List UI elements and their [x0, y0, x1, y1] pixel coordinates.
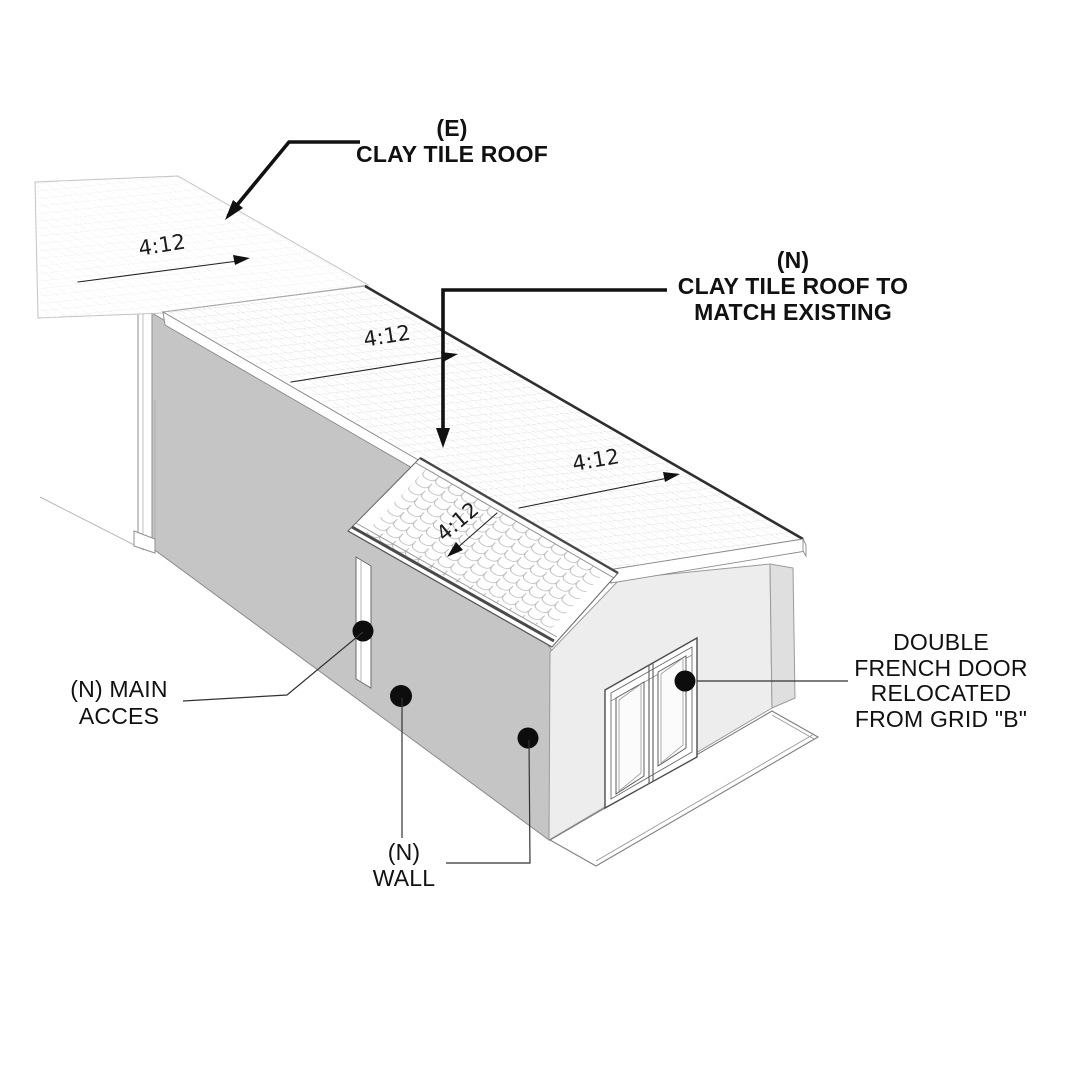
french-door-right-glass-inner — [660, 657, 684, 764]
slope-arrowhead-new-upper — [441, 352, 458, 362]
arrow-existing-roof-label — [226, 140, 360, 218]
porch-roof-tile-pattern — [365, 468, 605, 631]
porch-ridge-cap — [419, 456, 619, 575]
arrow-new-roof-label — [441, 288, 667, 432]
slope-arrowhead-existing — [233, 255, 250, 265]
arrowhead-new-roof-label — [436, 428, 450, 448]
french-door-label-line3: RELOCATED — [871, 680, 1012, 706]
french-door-label-line4: FROM GRID "B" — [855, 706, 1027, 732]
existing-roof-label-line1: (E) — [436, 115, 467, 141]
callout-leaders — [182, 140, 848, 864]
leader-new-wall-2 — [446, 739, 531, 864]
patio-slab — [548, 710, 820, 867]
new-roof-label-line1: (N) — [777, 247, 810, 273]
text-callouts: (E) CLAY TILE ROOF (N) CLAY TILE ROOF TO… — [70, 115, 1027, 891]
existing-roof-label-line2: CLAY TILE ROOF — [356, 141, 548, 167]
right-corner-return-wall — [769, 563, 796, 709]
corner-trim-base — [133, 530, 156, 554]
french-door-left-glass — [615, 681, 645, 795]
porch-eave-gutter — [351, 525, 555, 643]
new-roof-fascia-endcap — [802, 538, 807, 558]
main-access-label-line1: (N) MAIN — [70, 676, 167, 702]
porch-ridge-cap-inner-line — [415, 462, 615, 579]
ground-line — [39, 496, 145, 551]
callout-dot-french-door — [674, 670, 696, 692]
french-door-label-line1: DOUBLE — [893, 629, 989, 655]
main-access-label-line2: ACCES — [79, 703, 159, 729]
callout-dot-new-wall-2 — [517, 727, 539, 749]
roof-junction-seam — [162, 285, 366, 313]
new-roof-tile-pattern — [167, 290, 798, 568]
callout-dot-new-wall-1 — [390, 685, 412, 707]
porch-eave-inner-line — [355, 522, 558, 638]
new-roof-label-line3: MATCH EXISTING — [694, 299, 892, 325]
leader-main-access — [182, 631, 364, 702]
slope-arrowhead-new-lower — [663, 472, 680, 482]
new-roof-label-line2: CLAY TILE ROOF TO — [678, 273, 908, 299]
existing-roof-tile-pattern — [35, 176, 368, 318]
new-wall-label-line2: WALL — [373, 865, 436, 891]
slope-arrow-existing — [77, 260, 239, 283]
porch-eave-edge — [347, 530, 553, 648]
arrowhead-existing-roof-label — [225, 200, 243, 220]
slab-inner-line-right — [771, 714, 815, 740]
new-wall-label-line1: (N) — [388, 839, 421, 865]
french-door-inner-frame — [610, 646, 693, 800]
existing-wall-corner-trim — [137, 305, 153, 542]
slope-arrowhead-porch — [447, 542, 463, 557]
double-french-door — [604, 636, 698, 810]
roofs — [34, 175, 807, 648]
slope-arrow-porch — [455, 512, 498, 550]
french-door-label-line2: FRENCH DOOR — [854, 655, 1027, 681]
slab-inner-line-front — [595, 733, 815, 862]
slope-arrow-new-lower — [518, 477, 669, 509]
new-roof-ridge-edge — [364, 284, 804, 541]
slab-and-doors — [355, 556, 820, 867]
slope-arrow-new-upper — [290, 356, 448, 383]
french-door-left-glass-inner — [618, 683, 642, 792]
